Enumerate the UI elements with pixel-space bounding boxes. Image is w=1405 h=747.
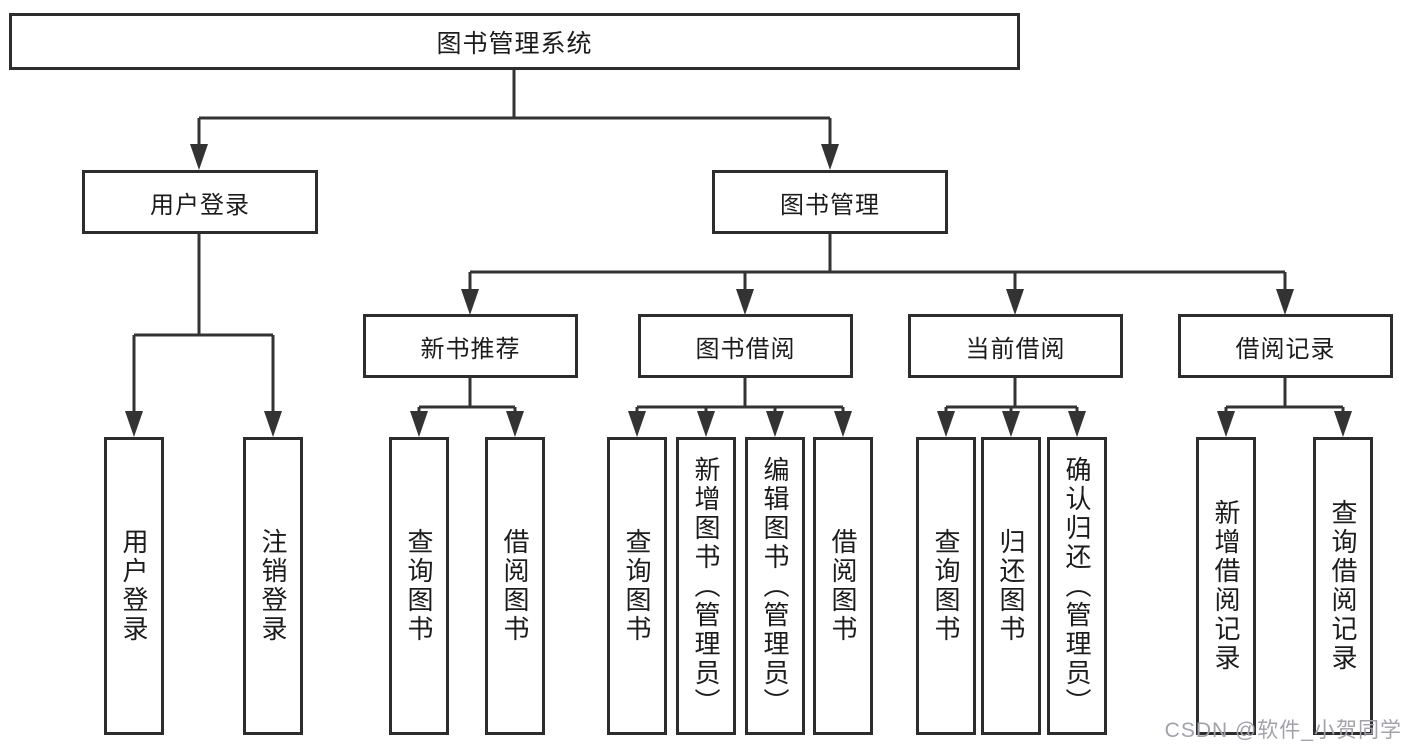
node-label: 查询图书 xyxy=(404,528,434,644)
node-label: 新增图书（管理员） xyxy=(691,455,721,717)
node-new-book-recommendation: 新书推荐 xyxy=(363,314,578,378)
node-label: 图书借阅 xyxy=(695,335,796,363)
node-book-management: 图书管理 xyxy=(712,170,948,234)
arrow-down-icon xyxy=(125,411,143,437)
arrow-down-icon xyxy=(937,411,955,437)
leaf-edit-books-admin: 编辑图书（管理员） xyxy=(745,437,805,735)
node-label: 新增借阅记录 xyxy=(1211,499,1241,673)
node-label: 借阅图书 xyxy=(500,528,530,644)
node-label: 用户登录 xyxy=(119,528,149,644)
arrow-down-icon xyxy=(821,144,839,170)
node-label: 借阅记录 xyxy=(1235,335,1336,363)
leaf-user-login: 用户登录 xyxy=(104,437,164,735)
arrow-down-icon xyxy=(264,411,282,437)
arrow-down-icon xyxy=(834,411,852,437)
leaf-logout: 注销登录 xyxy=(243,437,303,735)
node-label: 新书推荐 xyxy=(420,335,521,363)
arrow-down-icon xyxy=(697,411,715,437)
arrow-down-icon xyxy=(506,411,524,437)
node-label: 查询图书 xyxy=(622,528,652,644)
node-user-login: 用户登录 xyxy=(82,170,318,234)
leaf-confirm-return-admin: 确认归还（管理员） xyxy=(1047,437,1107,735)
leaf-add-books-admin: 新增图书（管理员） xyxy=(676,437,736,735)
node-label: 图书管理 xyxy=(780,191,880,219)
arrow-down-icon xyxy=(766,411,784,437)
arrow-down-icon xyxy=(1334,411,1352,437)
arrow-down-icon xyxy=(461,289,479,315)
node-borrowing-records: 借阅记录 xyxy=(1178,314,1393,378)
node-library-management-system: 图书管理系统 xyxy=(9,13,1020,70)
leaf-borrow-books: 借阅图书 xyxy=(813,437,873,735)
node-label: 查询图书 xyxy=(931,528,961,644)
leaf-query-books-borrow: 查询图书 xyxy=(607,437,667,735)
arrow-down-icon xyxy=(1002,411,1020,437)
arrow-down-icon xyxy=(1217,411,1235,437)
leaf-borrow-books-recommend: 借阅图书 xyxy=(485,437,545,735)
arrow-down-icon xyxy=(628,411,646,437)
arrow-down-icon xyxy=(1276,289,1294,315)
node-label: 注销登录 xyxy=(258,528,288,644)
arrow-down-icon xyxy=(410,411,428,437)
leaf-query-books-current: 查询图书 xyxy=(916,437,976,735)
leaf-query-books-recommend: 查询图书 xyxy=(389,437,449,735)
node-label: 图书管理系统 xyxy=(436,29,593,58)
node-label: 当前借阅 xyxy=(965,335,1066,363)
node-label: 借阅图书 xyxy=(828,528,858,644)
leaf-return-books: 归还图书 xyxy=(981,437,1041,735)
node-label: 用户登录 xyxy=(150,191,250,219)
csdn-watermark: CSDN @软件_小贺同学 xyxy=(1164,719,1402,742)
arrow-down-icon xyxy=(1068,411,1086,437)
arrow-down-icon xyxy=(736,289,754,315)
arrow-down-icon xyxy=(190,144,208,170)
node-current-borrowing: 当前借阅 xyxy=(908,314,1123,378)
leaf-query-borrow-record: 查询借阅记录 xyxy=(1313,437,1373,735)
leaf-add-borrow-record: 新增借阅记录 xyxy=(1196,437,1256,735)
node-label: 归还图书 xyxy=(996,528,1026,644)
node-label: 编辑图书（管理员） xyxy=(760,455,790,717)
node-book-borrowing: 图书借阅 xyxy=(638,314,853,378)
arrow-down-icon xyxy=(1006,289,1024,315)
node-label: 查询借阅记录 xyxy=(1328,499,1358,673)
node-label: 确认归还（管理员） xyxy=(1062,455,1092,717)
